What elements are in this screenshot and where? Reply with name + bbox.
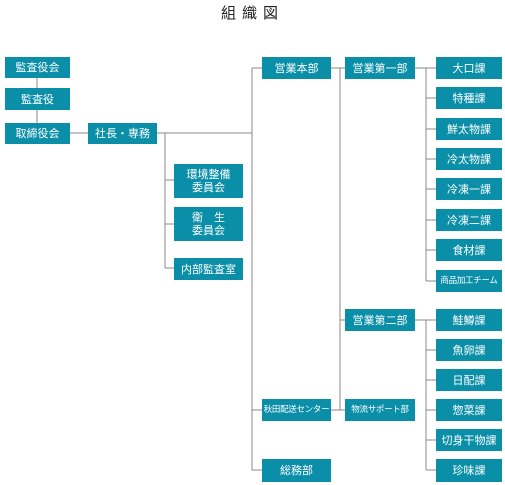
node-eigyo-1: 営業第一部 — [345, 57, 415, 79]
node-shokuzai: 食材課 — [436, 239, 502, 261]
node-tokushu: 特種課 — [436, 87, 502, 109]
node-kirimi: 切身干物課 — [436, 429, 502, 451]
node-naibu-kansa: 内部監査室 — [174, 258, 243, 280]
node-sentai: 鮮太物課 — [436, 118, 502, 140]
node-akita-center: 秋田配送センター — [262, 399, 331, 421]
node-shohin-kako: 商品加工チーム — [436, 270, 502, 292]
node-kansayaku: 監査役 — [5, 88, 70, 110]
node-torishimariyakukai: 取締役会 — [5, 123, 70, 144]
node-kankyo-committee: 環境整備 委員会 — [174, 164, 243, 198]
node-reito-1: 冷凍一課 — [436, 178, 502, 200]
chart-title: 組織図 — [220, 4, 284, 22]
node-sozai: 惣菜課 — [436, 399, 502, 421]
node-shacho: 社長・専務 — [88, 123, 157, 144]
node-gyoran: 魚卵課 — [436, 339, 502, 361]
node-eigyo-2: 営業第二部 — [345, 309, 415, 331]
node-reitai: 冷太物課 — [436, 148, 502, 170]
node-eigyo-honbu: 営業本部 — [262, 57, 331, 79]
node-chinmi: 珍味課 — [436, 459, 502, 482]
node-nippai: 日配課 — [436, 369, 502, 391]
node-kansayakukai: 監査役会 — [5, 57, 70, 78]
node-butsuryu: 物流サポート部 — [345, 399, 415, 421]
node-eisei-committee: 衛 生 委員会 — [174, 207, 243, 241]
node-sake: 鮭鱒課 — [436, 309, 502, 331]
node-reito-2: 冷凍二課 — [436, 209, 502, 231]
node-oguchi: 大口課 — [436, 57, 502, 79]
node-somu: 総務部 — [262, 459, 331, 482]
